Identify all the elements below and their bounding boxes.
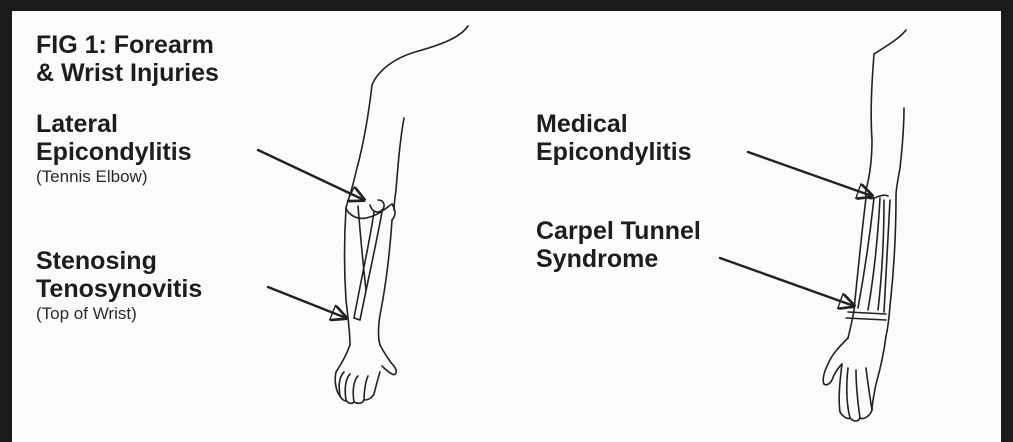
left-forearm-back [345, 208, 351, 345]
right-hand-edge [872, 336, 886, 410]
arrow-stenosing-tenosynovitis [268, 287, 346, 318]
left-arm-drawing [335, 26, 468, 403]
right-forearm-back [848, 198, 866, 338]
left-upper-arm-back [346, 85, 372, 208]
arrow-carpel-tunnel-syndrome [720, 258, 854, 306]
right-arm-drawing [823, 30, 906, 421]
right-ulna-b [868, 198, 880, 310]
right-upper-arm-front [896, 108, 904, 196]
left-forearm-front [379, 220, 393, 345]
left-hand-thumb-side [335, 345, 350, 396]
left-upper-arm-front [394, 118, 404, 210]
right-forearm-front [886, 196, 896, 336]
right-upper-arm-back [866, 54, 874, 190]
right-radius-b [884, 200, 890, 312]
left-radius-end [354, 318, 360, 320]
right-hand-thumb [823, 338, 848, 384]
arrow-lateral-epicondylitis [258, 150, 364, 200]
right-wrist-lines [846, 312, 886, 320]
left-fingers [339, 372, 380, 402]
right-fingers [839, 364, 872, 418]
right-fingertips [840, 410, 872, 421]
arrow-medical-epicondylitis [748, 152, 872, 196]
left-elbow [346, 204, 392, 218]
left-shoulder-line [372, 26, 468, 85]
left-bone-head [370, 200, 384, 212]
left-hand-thumb [380, 345, 396, 375]
right-shoulder-line [874, 30, 906, 54]
